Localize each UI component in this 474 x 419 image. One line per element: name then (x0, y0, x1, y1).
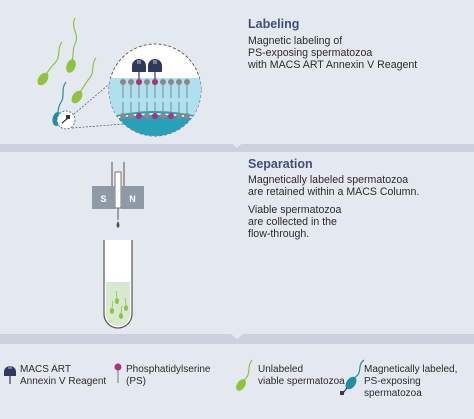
unlabeled-sperm-icon (37, 41, 63, 86)
separation-description-1: Magnetically labeled spermatozoa are ret… (248, 174, 420, 199)
labeling-title: Labeling (248, 17, 300, 31)
unlabeled-sperm-icon (66, 17, 78, 73)
labeling-description: Magnetic labeling of PS-exposing spermat… (248, 35, 418, 72)
magnet-n-label: N (129, 194, 136, 204)
step-arrow (226, 138, 248, 148)
separation-title: Separation (248, 157, 313, 171)
magnet-s-label: S (100, 194, 106, 204)
legend-ps-label: Phosphatidylserine (PS) (126, 364, 211, 387)
panel-divider (0, 144, 474, 152)
labeling-panel (0, 0, 474, 144)
phosphatidylserine-icon (114, 363, 122, 383)
legend-reagent-label: MACS ART Annexin V Reagent (20, 364, 107, 387)
panel-divider-2 (0, 334, 474, 344)
tube-icon (103, 240, 133, 329)
legend-labeled-label: Magnetically labeled, PS-exposing sperma… (364, 364, 458, 399)
legend-panel (0, 344, 474, 419)
reagent-icon (132, 59, 162, 79)
step-arrow-2 (226, 330, 248, 339)
labeled-sperm-icon (340, 359, 365, 395)
reagent-icon (4, 366, 16, 384)
legend-unlabeled-label: Unlabeled viable spermatozoa (258, 364, 345, 387)
separation-panel (0, 152, 474, 334)
unlabeled-sperm-icon (71, 57, 97, 104)
magnet-icon (92, 186, 144, 209)
membrane-bilayer (120, 79, 190, 119)
unlabeled-sperm-icon (236, 359, 253, 391)
separation-description-2: Viable spermatozoa are collected in the … (248, 204, 342, 241)
